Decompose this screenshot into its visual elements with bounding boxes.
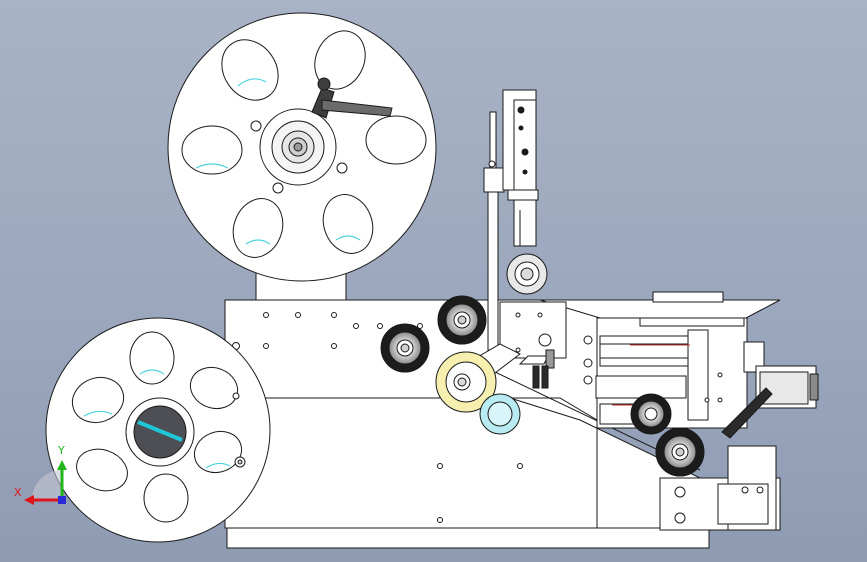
y-axis-label: Y — [57, 444, 65, 457]
roller-1 — [380, 323, 430, 373]
reel-window — [181, 125, 243, 175]
reel-window — [76, 448, 128, 492]
reel-window — [129, 331, 175, 385]
base-foot — [226, 527, 710, 549]
motor-unit — [721, 365, 819, 439]
reel-window — [322, 194, 374, 254]
coordinate-triad: X Y — [14, 444, 67, 505]
roller-3 — [630, 393, 672, 435]
reel-window — [193, 430, 243, 474]
upper-reel — [167, 12, 437, 282]
lower-reel — [45, 317, 271, 543]
reel-window — [365, 115, 427, 165]
roller-4 — [655, 427, 705, 477]
right-assembly — [539, 291, 781, 531]
reel-window — [71, 376, 125, 424]
vertical-slide — [483, 89, 567, 389]
dispensing-arm — [435, 343, 521, 435]
reel-window — [143, 473, 189, 523]
roller-2 — [437, 295, 487, 345]
rollers — [380, 295, 705, 477]
x-axis-label: X — [14, 486, 22, 499]
reel-window — [232, 198, 284, 258]
reel-window — [221, 39, 279, 101]
reel-lock-handle — [311, 77, 393, 119]
